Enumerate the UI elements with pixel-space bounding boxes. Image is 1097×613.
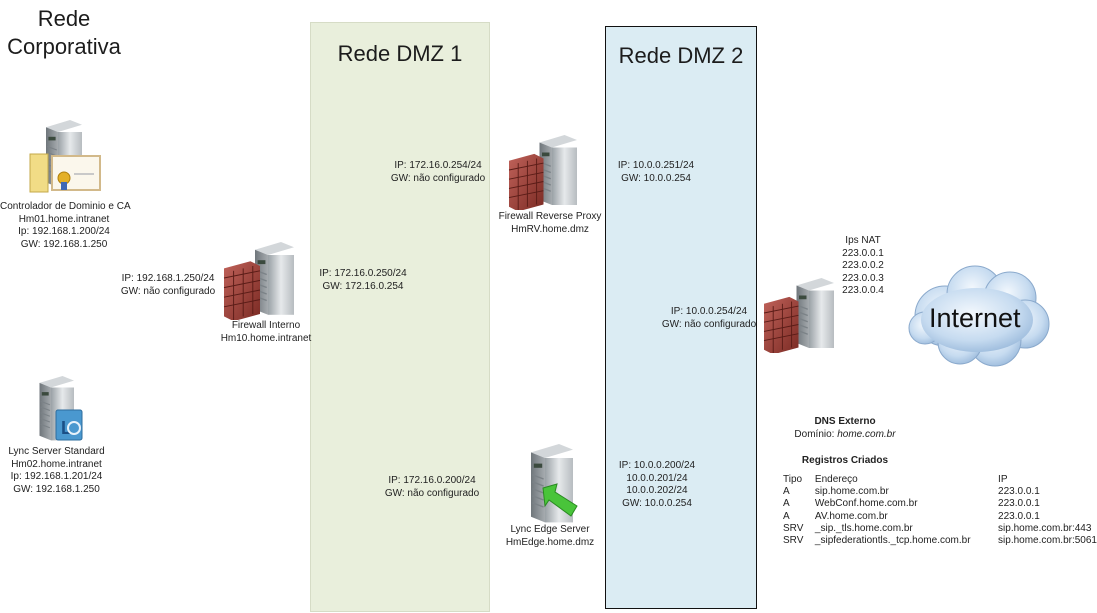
server-certificate-icon xyxy=(29,119,101,193)
table-cell: 223.0.0.1 xyxy=(998,510,1040,522)
node-label-line: Controlador de Dominio e CA xyxy=(0,201,131,212)
node-label-line: GW: 192.168.1.250 xyxy=(20,238,108,250)
dns-domain-label: Domínio: xyxy=(794,428,838,440)
interface-label-line: 10.0.0.201/24 xyxy=(626,472,688,484)
table-cell: _sip._tls.home.com.br xyxy=(814,522,913,534)
column-header: IP xyxy=(998,474,1008,485)
node-label-line: HmEdge.home.dmz xyxy=(505,536,595,548)
table-header-row: Tipo Endereço IP xyxy=(783,474,1097,486)
nat-ip: 223.0.0.4 xyxy=(842,285,884,296)
interface-label-edge-right: IP: 10.0.0.200/24 10.0.0.201/24 10.0.0.2… xyxy=(612,460,702,510)
interface-label-line: GW: 172.16.0.254 xyxy=(322,280,404,292)
interface-label-line: GW: não configurado xyxy=(661,318,757,330)
interface-label-line: IP: 10.0.0.254/24 xyxy=(670,306,748,317)
nat-ip-list: Ips NAT 223.0.0.1 223.0.0.2 223.0.0.3 22… xyxy=(838,235,888,298)
firewall-server-icon xyxy=(223,241,295,320)
node-label-line: Lync Edge Server xyxy=(510,524,590,535)
cloud-icon xyxy=(908,265,1050,367)
table-cell: sip.home.com.br xyxy=(814,486,889,498)
interface-label-line: IP: 10.0.0.200/24 xyxy=(618,460,696,471)
table-row: A WebConf.home.com.br 223.0.0.1 xyxy=(783,498,1097,510)
zone-title-line: Rede xyxy=(37,6,91,31)
nat-ip-title: Ips NAT xyxy=(845,235,881,246)
table-cell: SRV xyxy=(783,522,804,534)
interface-label-line: IP: 172.16.0.200/24 xyxy=(388,475,476,486)
zone-title-corporate: Rede Corporativa xyxy=(0,5,128,61)
nat-ip: 223.0.0.1 xyxy=(842,247,884,259)
table-cell: SRV xyxy=(783,535,804,547)
firewall-server-icon xyxy=(508,135,578,210)
interface-label-line: IP: 10.0.0.251/24 xyxy=(617,160,695,171)
interface-label-line: IP: 192.168.1.250/24 xyxy=(121,273,215,284)
node-label-line: Hm10.home.intranet xyxy=(220,332,312,344)
server-edge-arrow-icon xyxy=(530,444,578,524)
interface-label-line: 10.0.0.202/24 xyxy=(626,485,688,496)
node-label-line: Hm02.home.intranet xyxy=(11,458,102,470)
interface-label-reverse-proxy-left: IP: 172.16.0.254/24 GW: não configurado xyxy=(385,160,491,185)
interface-label-line: IP: 172.16.0.250/24 xyxy=(319,268,407,279)
column-header: Tipo xyxy=(783,474,803,485)
table-cell: 223.0.0.1 xyxy=(998,486,1040,498)
interface-label-reverse-proxy-right: IP: 10.0.0.251/24 GW: 10.0.0.254 xyxy=(614,160,698,185)
table-cell: sip.home.com.br:5061 xyxy=(998,535,1097,547)
zone-title-dmz1: Rede DMZ 1 xyxy=(337,41,463,66)
firewall-server-icon xyxy=(763,278,835,353)
table-row: SRV _sip._tls.home.com.br sip.home.com.b… xyxy=(783,523,1097,535)
interface-label-firewall-internal-left: IP: 192.168.1.250/24 GW: não configurado xyxy=(112,273,224,298)
svg-text:L: L xyxy=(61,418,72,438)
dns-domain-value: home.com.br xyxy=(837,428,896,440)
table-cell: A xyxy=(783,486,790,498)
nat-ip: 223.0.0.2 xyxy=(842,260,884,271)
dns-domain: Domínio: home.com.br xyxy=(790,429,900,442)
dns-section: DNS Externo Domínio: home.com.br xyxy=(790,416,900,441)
zone-dmz2: Rede DMZ 2 xyxy=(605,26,757,609)
table-cell: 223.0.0.1 xyxy=(998,498,1040,510)
dns-title: DNS Externo xyxy=(814,416,876,427)
node-label-lync-standard: Lync Server Standard Hm02.home.intranet … xyxy=(0,446,113,496)
interface-label-external-firewall: IP: 10.0.0.254/24 GW: não configurado xyxy=(655,306,763,331)
node-label-edge-server: Lync Edge Server HmEdge.home.dmz xyxy=(495,524,605,549)
table-row: A AV.home.com.br 223.0.0.1 xyxy=(783,511,1097,523)
table-row: A sip.home.com.br 223.0.0.1 xyxy=(783,486,1097,498)
table-cell: _sipfederationtls._tcp.home.com.br xyxy=(814,535,971,547)
zone-title-line: Corporativa xyxy=(7,34,121,59)
table-cell: A xyxy=(783,510,790,522)
node-label-line: Ip: 192.168.1.200/24 xyxy=(18,226,110,237)
node-label-line: Firewall Reverse Proxy xyxy=(498,211,602,222)
interface-label-edge-left: IP: 172.16.0.200/24 GW: não configurado xyxy=(380,475,484,500)
node-label-line: Lync Server Standard xyxy=(8,446,105,457)
node-label-line: Hm01.home.intranet xyxy=(18,213,110,225)
nat-ip: 223.0.0.3 xyxy=(842,272,884,284)
table-cell: sip.home.com.br:443 xyxy=(998,522,1092,534)
node-label-domain-controller: Controlador de Dominio e CA Hm01.home.in… xyxy=(0,201,131,251)
interface-label-line: GW: não configurado xyxy=(390,172,486,184)
table-cell: WebConf.home.com.br xyxy=(814,498,918,510)
table-cell: AV.home.com.br xyxy=(814,510,888,522)
interface-label-line: IP: 172.16.0.254/24 xyxy=(394,160,482,171)
zone-title-dmz2: Rede DMZ 2 xyxy=(618,43,744,68)
column-header: Endereço xyxy=(814,474,858,485)
node-label-reverse-proxy: Firewall Reverse Proxy HmRV.home.dmz xyxy=(490,211,610,236)
node-label-line: Ip: 192.168.1.201/24 xyxy=(10,471,103,482)
node-label-line: HmRV.home.dmz xyxy=(511,223,589,235)
table-row: SRV _sipfederationtls._tcp.home.com.br s… xyxy=(783,535,1097,547)
internet-label: Internet xyxy=(929,303,1021,333)
interface-label-line: GW: 10.0.0.254 xyxy=(621,172,691,184)
zone-dmz1: Rede DMZ 1 xyxy=(310,22,490,612)
node-label-line: Firewall Interno xyxy=(231,320,301,331)
table-cell: A xyxy=(783,498,790,510)
interface-label-line: GW: não configurado xyxy=(384,487,480,499)
node-label-firewall-internal: Firewall Interno Hm10.home.intranet xyxy=(210,320,322,345)
node-label-line: GW: 192.168.1.250 xyxy=(13,483,100,495)
dns-records-table: Tipo Endereço IP A sip.home.com.br 223.0… xyxy=(783,474,1097,547)
dns-records-title: Registros Criados xyxy=(801,455,889,466)
interface-label-firewall-internal-right: IP: 172.16.0.250/24 GW: 172.16.0.254 xyxy=(315,268,411,293)
server-lync-icon: L xyxy=(38,376,83,441)
interface-label-line: GW: 10.0.0.254 xyxy=(622,497,692,509)
interface-label-line: GW: não configurado xyxy=(120,285,216,297)
